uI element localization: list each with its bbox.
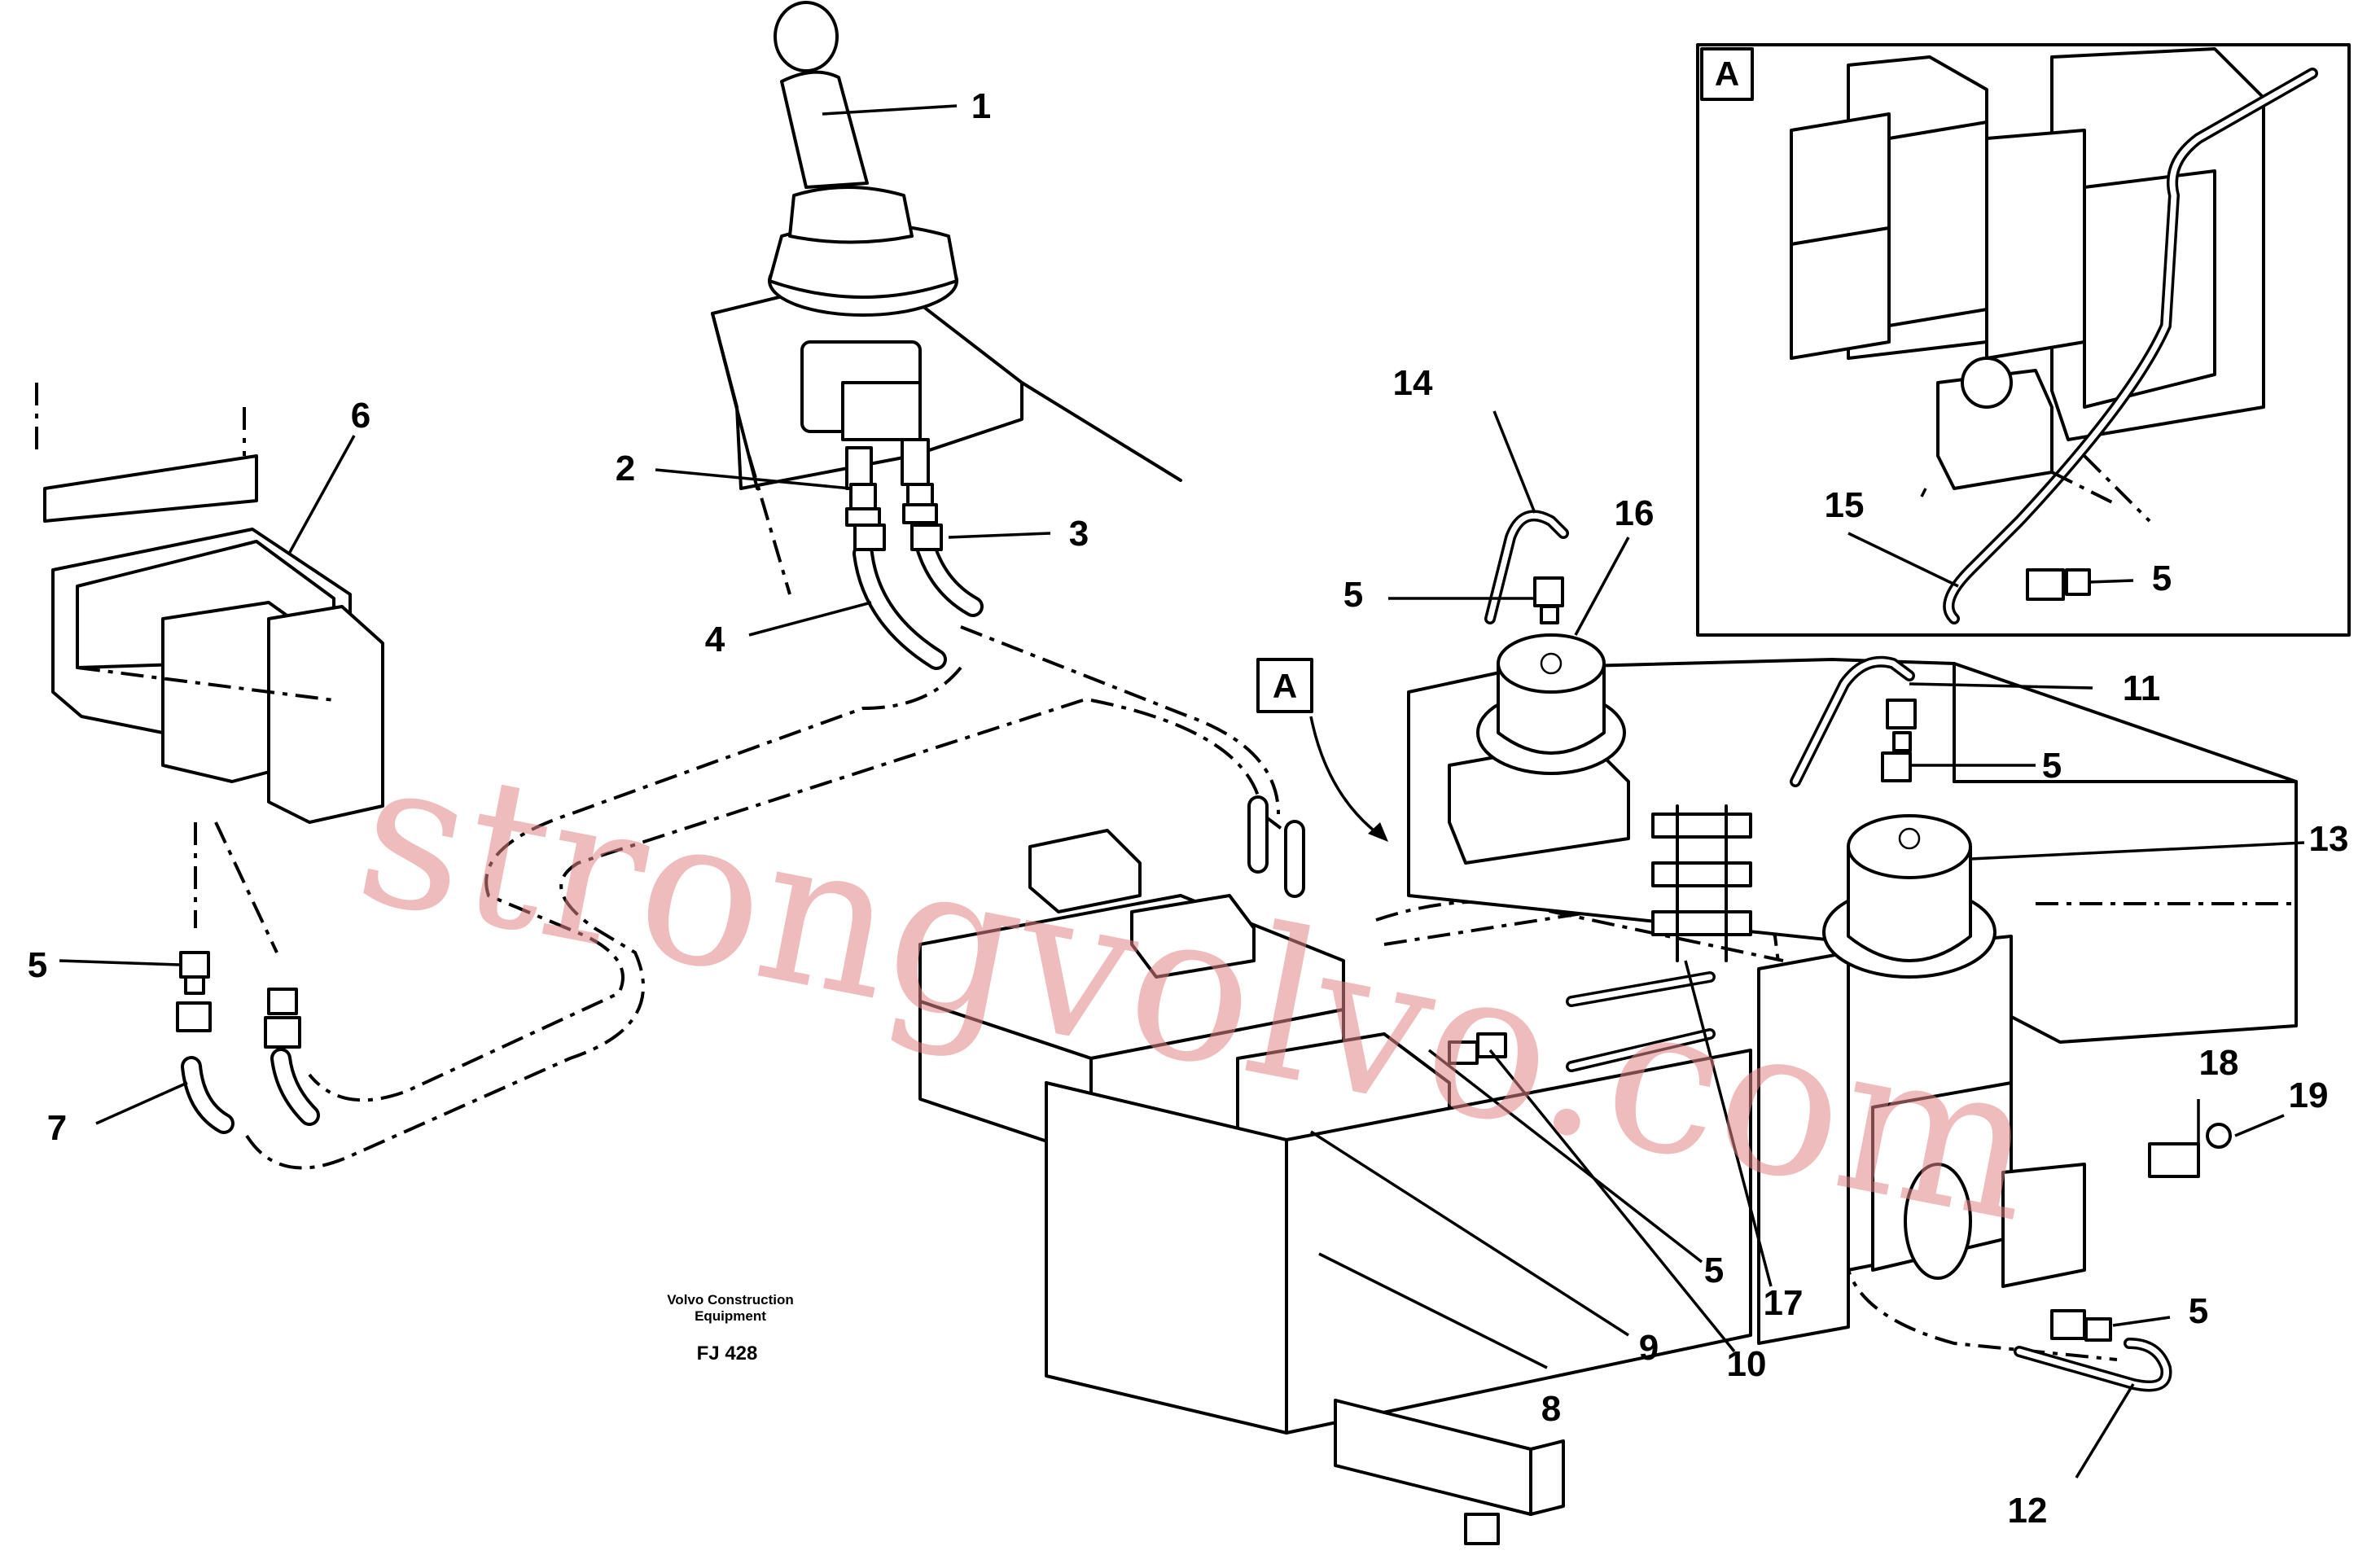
callout-6: 6 — [351, 396, 370, 436]
callout-18: 18 — [2199, 1043, 2239, 1083]
maker-line-2: Equipment — [695, 1308, 766, 1324]
callout-5-right: 5 — [2042, 746, 2062, 786]
hose-4 — [853, 543, 947, 670]
callout-1: 1 — [971, 86, 991, 126]
pipe-14 — [1484, 510, 1569, 624]
fittings-left-block — [176, 951, 301, 1049]
hose-7-right — [270, 1048, 320, 1126]
callout-10: 10 — [1727, 1344, 1767, 1384]
callout-8: 8 — [1541, 1389, 1561, 1429]
callout-5-bottom-right: 5 — [2189, 1291, 2208, 1331]
svg-text:A: A — [1273, 667, 1297, 705]
drawing-number: FJ 428 — [697, 1343, 758, 1364]
remote-control-valve-block — [35, 383, 384, 953]
callout-4: 4 — [705, 620, 725, 659]
svg-text:A: A — [1715, 55, 1739, 93]
maker-line-1: Volvo Construction — [667, 1292, 794, 1308]
hoses-at-main-valve — [1247, 795, 1305, 898]
drawing-footer: Volvo Construction Equipment FJ 428 — [667, 1292, 794, 1364]
pipe-12 — [2014, 1338, 2172, 1392]
callout-9: 9 — [1639, 1328, 1659, 1368]
callout-5-left: 5 — [28, 945, 47, 985]
callout-labels: 1 2 3 4 5 5 5 5 5 5 6 7 8 9 10 11 12 13 … — [28, 86, 2349, 1531]
callout-5-detail: 5 — [2152, 558, 2172, 598]
callout-5-lower: 5 — [1704, 1251, 1724, 1290]
callout-7: 7 — [47, 1108, 67, 1148]
fittings-joystick — [845, 483, 943, 551]
callout-12: 12 — [2008, 1491, 2048, 1531]
hose-clamp-17 — [1651, 804, 1752, 962]
callout-3: 3 — [1069, 514, 1089, 554]
callout-2: 2 — [616, 449, 635, 488]
callout-leaders — [59, 104, 2305, 1478]
callout-15: 15 — [1825, 485, 1865, 525]
main-control-valve — [918, 829, 1752, 1545]
callout-17: 17 — [1764, 1283, 1804, 1323]
detail-view-a — [1696, 43, 2351, 637]
fittings-right — [1448, 576, 2232, 1342]
joystick-control-lever — [711, 1, 1182, 595]
callout-11: 11 — [2123, 668, 2161, 708]
detail-a-badge: A — [1700, 47, 1754, 101]
view-a-marker: A — [1256, 658, 1388, 842]
pipe-section-lower — [1566, 971, 1716, 1072]
callout-16: 16 — [1615, 493, 1655, 533]
accumulator-16 — [1476, 633, 1626, 775]
hose-7-left — [181, 1056, 234, 1134]
accumulator-13 — [1822, 814, 1996, 979]
callout-19: 19 — [2289, 1075, 2329, 1115]
callout-13: 13 — [2309, 819, 2349, 859]
callout-5-upper: 5 — [1343, 575, 1363, 615]
callout-14: 14 — [1393, 363, 1433, 403]
pipe-11 — [1790, 655, 1915, 787]
